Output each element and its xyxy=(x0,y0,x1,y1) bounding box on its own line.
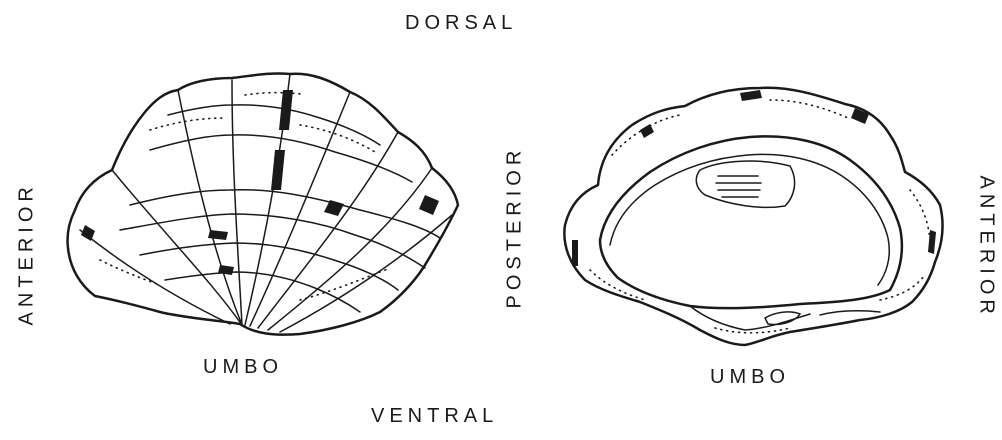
clam-shell-interior xyxy=(564,88,942,345)
clam-shell-exterior xyxy=(67,73,458,334)
